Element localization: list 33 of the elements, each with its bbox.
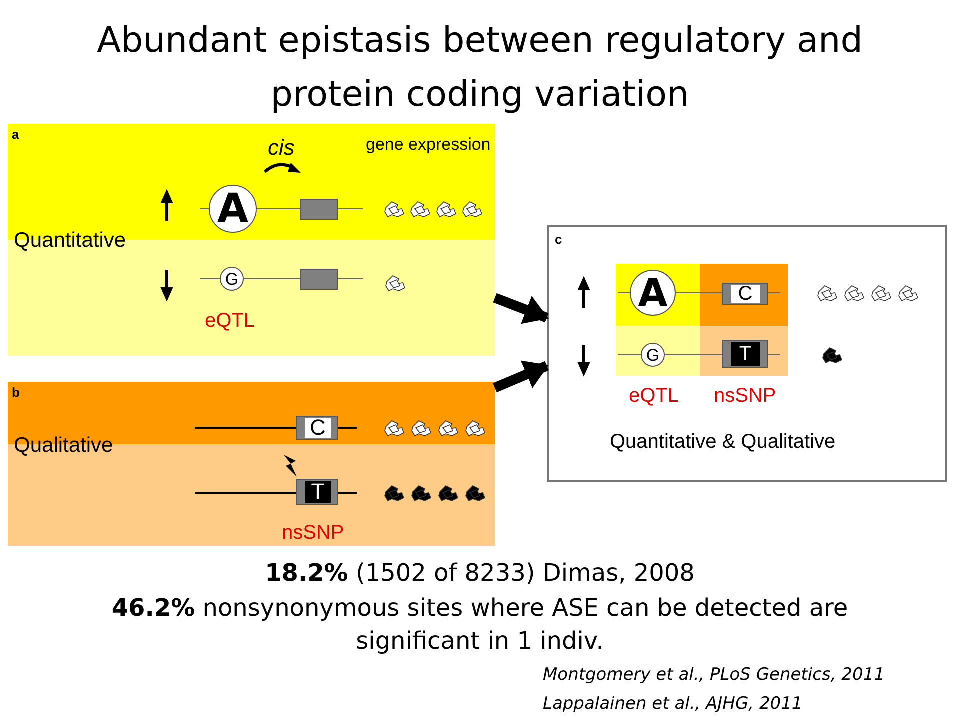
allele-letter: C bbox=[731, 285, 760, 303]
exon-box bbox=[296, 479, 338, 505]
statistic-text: 46.2% nonsynonymous sites where ASE can be detected are significant in 1 indiv. bbox=[110, 593, 850, 657]
allele-circle: G bbox=[220, 267, 244, 291]
arrow bbox=[493, 360, 549, 393]
exon-box bbox=[296, 416, 338, 440]
citation-text: Montgomery et al., PLoS Genetics, 2011 bbox=[543, 665, 885, 685]
variant-label: nsSNP bbox=[714, 386, 776, 406]
exon-box bbox=[722, 340, 768, 368]
figure-panel bbox=[547, 225, 947, 482]
panel-letter: a bbox=[12, 128, 20, 141]
citation-text: Lappalainen et al., AJHG, 2011 bbox=[543, 694, 803, 714]
gene-box bbox=[300, 199, 338, 220]
variant-label: eQTL bbox=[629, 386, 680, 406]
panel-letter: c bbox=[555, 233, 562, 246]
allele-circle: A bbox=[209, 185, 257, 233]
panel-letter: b bbox=[12, 386, 20, 399]
cis-label: cis bbox=[268, 137, 295, 159]
slide-title: Abundant epistasis between regulatory and protein coding variation bbox=[96, 20, 864, 117]
exon-box bbox=[722, 283, 768, 305]
allele-letter: T bbox=[731, 342, 760, 366]
gene-box bbox=[300, 269, 338, 290]
allele-letter: T bbox=[305, 481, 331, 503]
figure-panel bbox=[8, 382, 495, 546]
allele-letter: C bbox=[305, 418, 331, 438]
figure-panel bbox=[8, 124, 495, 356]
column-heading: gene expression bbox=[366, 136, 491, 153]
panel-caption: Quantitative & Qualitative bbox=[610, 432, 836, 452]
statistic-text: 18.2% (1502 of 8233) Dimas, 2008 bbox=[264, 558, 696, 589]
row-heading: Qualitative bbox=[14, 435, 114, 456]
variant-label: eQTL bbox=[205, 311, 256, 331]
arrow bbox=[493, 293, 549, 324]
variant-label: nsSNP bbox=[282, 523, 344, 543]
